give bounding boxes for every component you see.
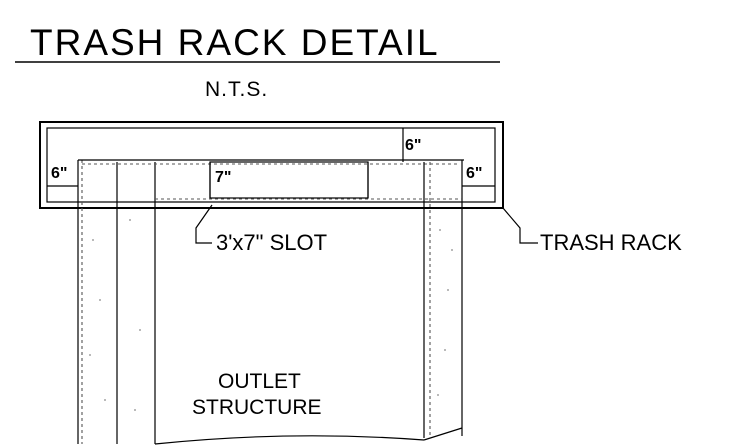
slot-label: 3'x7" SLOT (216, 230, 327, 255)
outlet-bottom-curve (154, 435, 425, 445)
dim-label-top-right: 6" (405, 137, 421, 154)
trash-rack-inner-frame (46, 127, 496, 203)
dim-label-left: 6" (51, 165, 67, 182)
dim-label-slot: 7" (215, 169, 231, 186)
trash-rack-leader-line (502, 207, 538, 244)
dim-label-right: 6" (466, 165, 482, 182)
outlet-label-line1: OUTLET (218, 370, 301, 393)
scale-note: N.T.S. (205, 78, 268, 101)
trash-rack-label: TRASH RACK (540, 230, 682, 255)
trash-rack-outer-frame (39, 121, 504, 209)
concrete-stipple (89, 219, 453, 411)
slot-outline (209, 161, 369, 199)
outlet-label-line2: STRUCTURE (192, 396, 322, 419)
outlet-structure (77, 159, 464, 445)
slot-leader-line (195, 204, 213, 244)
drawing-title: TRASH RACK DETAIL (30, 22, 440, 63)
outlet-bottom-corner (423, 427, 463, 441)
